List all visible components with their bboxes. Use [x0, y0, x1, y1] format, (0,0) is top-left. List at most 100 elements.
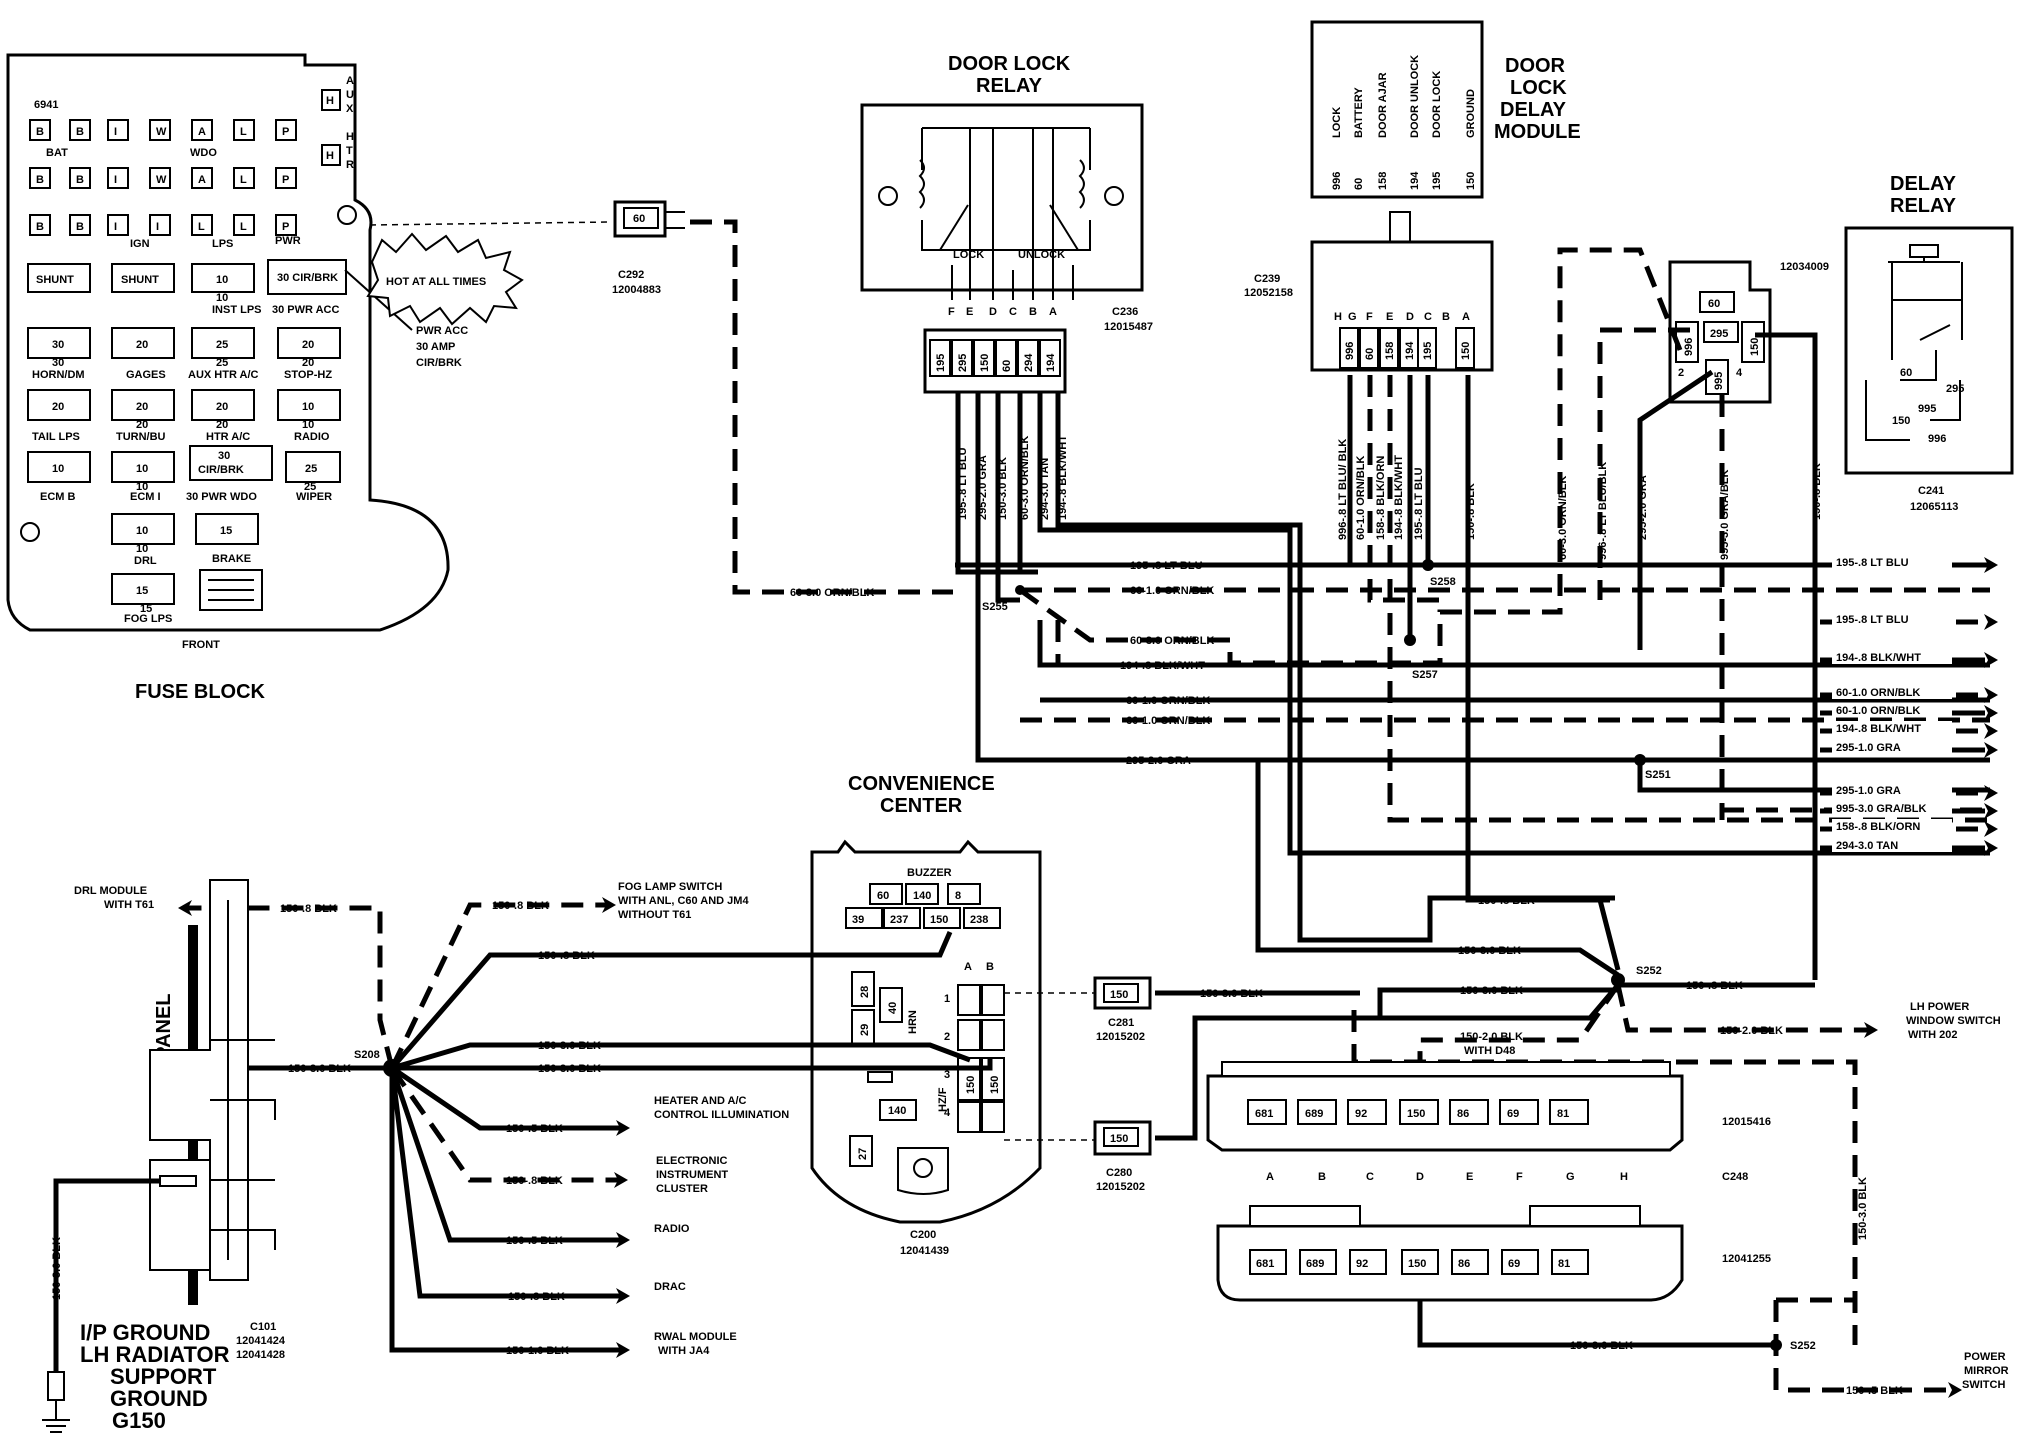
splice-s252b: S252 [1790, 1340, 1816, 1352]
c292-label: C292 [618, 269, 644, 281]
bus-wiring: 195-.8 LT BLU S255 60-1.0 ORN/BLK 60-3.0… [955, 247, 1998, 980]
wire-150-drl [186, 905, 395, 1069]
relay-wire-label: 995-3.0 GRA/BLK [1719, 469, 1731, 560]
fuse-cavity [191, 119, 213, 141]
fuse-cavity [69, 214, 91, 236]
c241-label: C241 [1918, 485, 1944, 497]
c101-wire-label: 150-3.0 BLK [288, 1063, 351, 1075]
c236-label: C236 [1112, 306, 1138, 318]
c248-upper-cell [1549, 1099, 1589, 1125]
exit-label-bg [1832, 650, 1952, 664]
turn-bu-sub: 20 [136, 419, 148, 431]
wiper-fuse-value: 25 [305, 463, 317, 475]
relay-inner-996: 996 [1928, 433, 1946, 445]
relay-pin-letter: F [948, 306, 955, 318]
exit-label-bg [1832, 721, 1952, 735]
exit-wire-label: 195-.8 LT BLU [1836, 614, 1909, 626]
exit-arrow [1984, 785, 1998, 801]
wire-150-cluster [389, 1066, 620, 1183]
arrow-lhpw [1864, 1022, 1878, 1038]
fuse-row-4: 10 10 30 CIR/BRK 25 ECM B 10 ECM I 30 PW… [27, 445, 341, 503]
socket-cav-996-label: 996 [1683, 338, 1695, 356]
fuse-block-id: 6941 [34, 99, 58, 111]
exit-wire-label: 995-3.0 GRA/BLK [1836, 803, 1927, 815]
c248-lower-part: 12041255 [1722, 1253, 1771, 1265]
c236-cavity [973, 339, 995, 377]
relay-pin-letter: D [989, 306, 997, 318]
c236-cavity [951, 339, 973, 377]
socket-pin-2: 2 [1678, 367, 1684, 379]
fuse-cavity [233, 119, 255, 141]
fuse-cavity-letter: L [240, 126, 247, 138]
c236-cavity [1017, 339, 1039, 377]
exit-wire-label: 295-1.0 GRA [1836, 785, 1901, 797]
ground-icon [42, 1400, 70, 1433]
c101-part-1: 12041424 [236, 1335, 286, 1347]
c248-upper-cell [1499, 1099, 1539, 1125]
delay-module-title-2: LOCK [1510, 77, 1567, 99]
cc-col-b: B [986, 961, 994, 973]
arrow-drl [178, 900, 192, 916]
bus-label-195: 195-.8 LT BLU [1130, 560, 1203, 572]
fuse-row-3: 20 20 20 10 TAIL LPS 20 TURN/BU 20 HTR A… [27, 389, 341, 443]
c248-upper-cell [1247, 1099, 1287, 1125]
fuse-cavity [191, 214, 213, 236]
delay-module-pin-number: 996 [1331, 172, 1343, 190]
side-label: H [346, 131, 354, 143]
radio-fuse [277, 389, 341, 421]
fuse-block-hole [337, 205, 357, 225]
fog-lps-fuse-value: 15 [136, 585, 148, 597]
fuse-row-5: 10 15 10 DRL BRAKE [111, 513, 263, 611]
c200-label: C200 [910, 1229, 936, 1241]
cc-top-cell [869, 883, 903, 905]
exit-arrow [1984, 687, 1998, 703]
c101-part-2: 12041428 [236, 1349, 285, 1361]
buzzer-label: BUZZER [907, 867, 952, 879]
c248-upper-cell-label: 86 [1457, 1108, 1469, 1120]
splice-s257: S257 [1412, 669, 1438, 681]
cc-slot-150b-label: 150 [989, 1076, 1001, 1094]
fuse-cavity [233, 214, 255, 236]
c239-pin-letter: H [1334, 311, 1342, 323]
delay-module-pin-number: 150 [1465, 172, 1477, 190]
wiper-fuse [285, 451, 341, 483]
c239-label: C239 [1254, 273, 1280, 285]
delay-module-title-4: MODULE [1494, 121, 1581, 143]
c239-cavity-label: 158 [1384, 342, 1396, 360]
fuse-cavity [275, 167, 297, 189]
wire-150-.5-mirror [1773, 1300, 1955, 1393]
s252-a-label: 150-3.0 BLK [1458, 945, 1521, 957]
htr-fuse [321, 144, 341, 166]
c239-pin-letter: C [1424, 311, 1432, 323]
cc-slot [957, 1101, 981, 1133]
wire-150-3.0-vert [1351, 1010, 1858, 1345]
delay-relay: DELAY RELAY 60 295 995 150 996 C241 1206… [1668, 173, 2014, 513]
cc-mount-hole [913, 1158, 933, 1178]
cc-cell-27 [849, 1135, 873, 1167]
fuse-cavity [69, 167, 91, 189]
s252-right-label: 150-.8 BLK [1686, 980, 1743, 992]
c248-upper-part: 12015416 [1722, 1116, 1771, 1128]
c292-connector: 60 C292 12004883 [612, 200, 685, 296]
fuse-cavity-letter: L [198, 221, 205, 233]
callout-line-2: 30 AMP [416, 341, 455, 353]
bus-label-60-a: 60-1.0 ORN/BLK [1130, 585, 1214, 597]
c280-connector: 150 C280 12015202 [1004, 1120, 1152, 1193]
aux-htr-fuse [191, 327, 255, 359]
inst-lps-fuse [191, 263, 255, 293]
cc-hzf-label: HZ/F [937, 1087, 949, 1112]
cc-slot [981, 1101, 1005, 1133]
callout-line-1: PWR ACC [416, 325, 468, 337]
c241-part: 12065113 [1910, 501, 1958, 513]
door-lock-relay-title-1: DOOR LOCK [948, 53, 1071, 75]
ground-area: DASH PANEL C101 12041424 12041428 150-3.… [42, 879, 286, 1433]
c248-upper-cell-label: 150 [1407, 1108, 1425, 1120]
horn-label: HORN/DM [32, 369, 85, 381]
c239-cavity-label: 150 [1460, 342, 1472, 360]
aux-fuse [321, 89, 341, 111]
exit-arrow [1984, 840, 1998, 856]
lock-label: LOCK [953, 249, 984, 261]
